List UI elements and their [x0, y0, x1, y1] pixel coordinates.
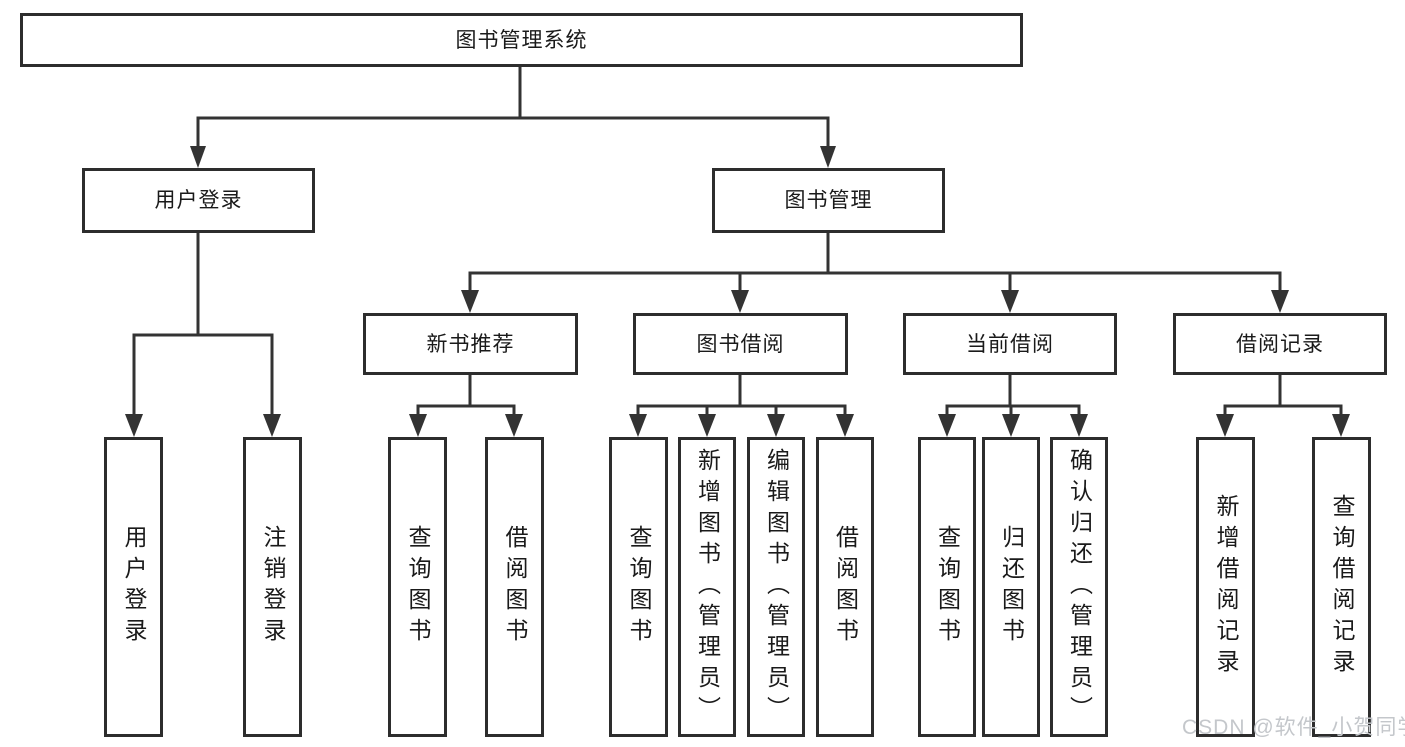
node-label: 图书管理系统: [455, 28, 588, 52]
node-label: 新增借阅记录: [1213, 494, 1239, 680]
node-user-login: 用户登录: [82, 168, 315, 233]
node-library-management-system: 图书管理系统: [20, 13, 1023, 67]
node-label: 借阅记录: [1236, 332, 1324, 356]
node-borrowing-records: 借阅记录: [1173, 313, 1387, 375]
leaf-query-books: 查询图书: [918, 437, 976, 737]
csdn-watermark: CSDN @软件_小贺同学: [1182, 716, 1405, 739]
arrowhead-icon: [1271, 290, 1289, 313]
node-label: 用户登录: [154, 189, 243, 212]
arrowhead-icon: [767, 414, 785, 437]
node-current-borrowing: 当前借阅: [903, 313, 1117, 375]
node-label: 确认归还（管理员）: [1066, 447, 1093, 727]
arrowhead-icon: [263, 414, 281, 437]
leaf-logout: 注销登录: [243, 437, 302, 737]
arrowhead-icon: [461, 290, 479, 313]
leaf-return-books: 归还图书: [982, 437, 1040, 737]
leaf-query-books: 查询图书: [388, 437, 447, 737]
arrowhead-icon: [1001, 290, 1019, 313]
node-label: 新增图书（管理员）: [694, 447, 721, 727]
leaf-query-books: 查询图书: [609, 437, 668, 737]
arrowhead-icon: [409, 414, 427, 437]
node-label: 用户登录: [121, 525, 147, 649]
node-label: 编辑图书（管理员）: [763, 447, 790, 727]
arrowhead-icon: [1002, 414, 1020, 437]
arrowhead-icon: [1070, 414, 1088, 437]
node-label: 新书推荐: [426, 332, 515, 356]
leaf-edit-books-admin: 编辑图书（管理员）: [747, 437, 805, 737]
node-label: 图书管理: [784, 189, 873, 212]
node-book-management: 图书管理: [712, 168, 945, 233]
node-label: 查询借阅记录: [1329, 494, 1355, 680]
node-label: 当前借阅: [966, 332, 1054, 356]
arrowhead-icon: [938, 414, 956, 437]
arrowhead-icon: [1332, 414, 1350, 437]
arrowhead-icon: [629, 414, 647, 437]
node-label: 查询图书: [405, 525, 431, 649]
node-label: 借阅图书: [832, 525, 859, 649]
leaf-confirm-return-admin: 确认归还（管理员）: [1050, 437, 1108, 737]
arrowhead-icon: [836, 414, 854, 437]
leaf-add-borrow-record: 新增借阅记录: [1196, 437, 1255, 737]
leaf-user-login: 用户登录: [104, 437, 163, 737]
arrowhead-icon: [698, 414, 716, 437]
leaf-query-borrow-record: 查询借阅记录: [1312, 437, 1371, 737]
leaf-borrow-books: 借阅图书: [485, 437, 544, 737]
arrowhead-icon: [125, 414, 143, 437]
node-label: 查询图书: [626, 525, 652, 649]
arrowhead-icon: [820, 146, 836, 168]
node-book-borrowing: 图书借阅: [633, 313, 848, 375]
node-label: 注销登录: [260, 525, 286, 649]
node-label: 查询图书: [934, 525, 961, 649]
node-new-book-recommendation: 新书推荐: [363, 313, 578, 375]
leaf-add-books-admin: 新增图书（管理员）: [678, 437, 736, 737]
node-label: 借阅图书: [502, 525, 528, 649]
arrowhead-icon: [1216, 414, 1234, 437]
node-label: 图书借阅: [696, 332, 785, 356]
node-label: 归还图书: [998, 525, 1025, 649]
leaf-borrow-books: 借阅图书: [816, 437, 874, 737]
arrowhead-icon: [505, 414, 523, 437]
arrowhead-icon: [190, 146, 206, 168]
arrowhead-icon: [731, 290, 749, 313]
